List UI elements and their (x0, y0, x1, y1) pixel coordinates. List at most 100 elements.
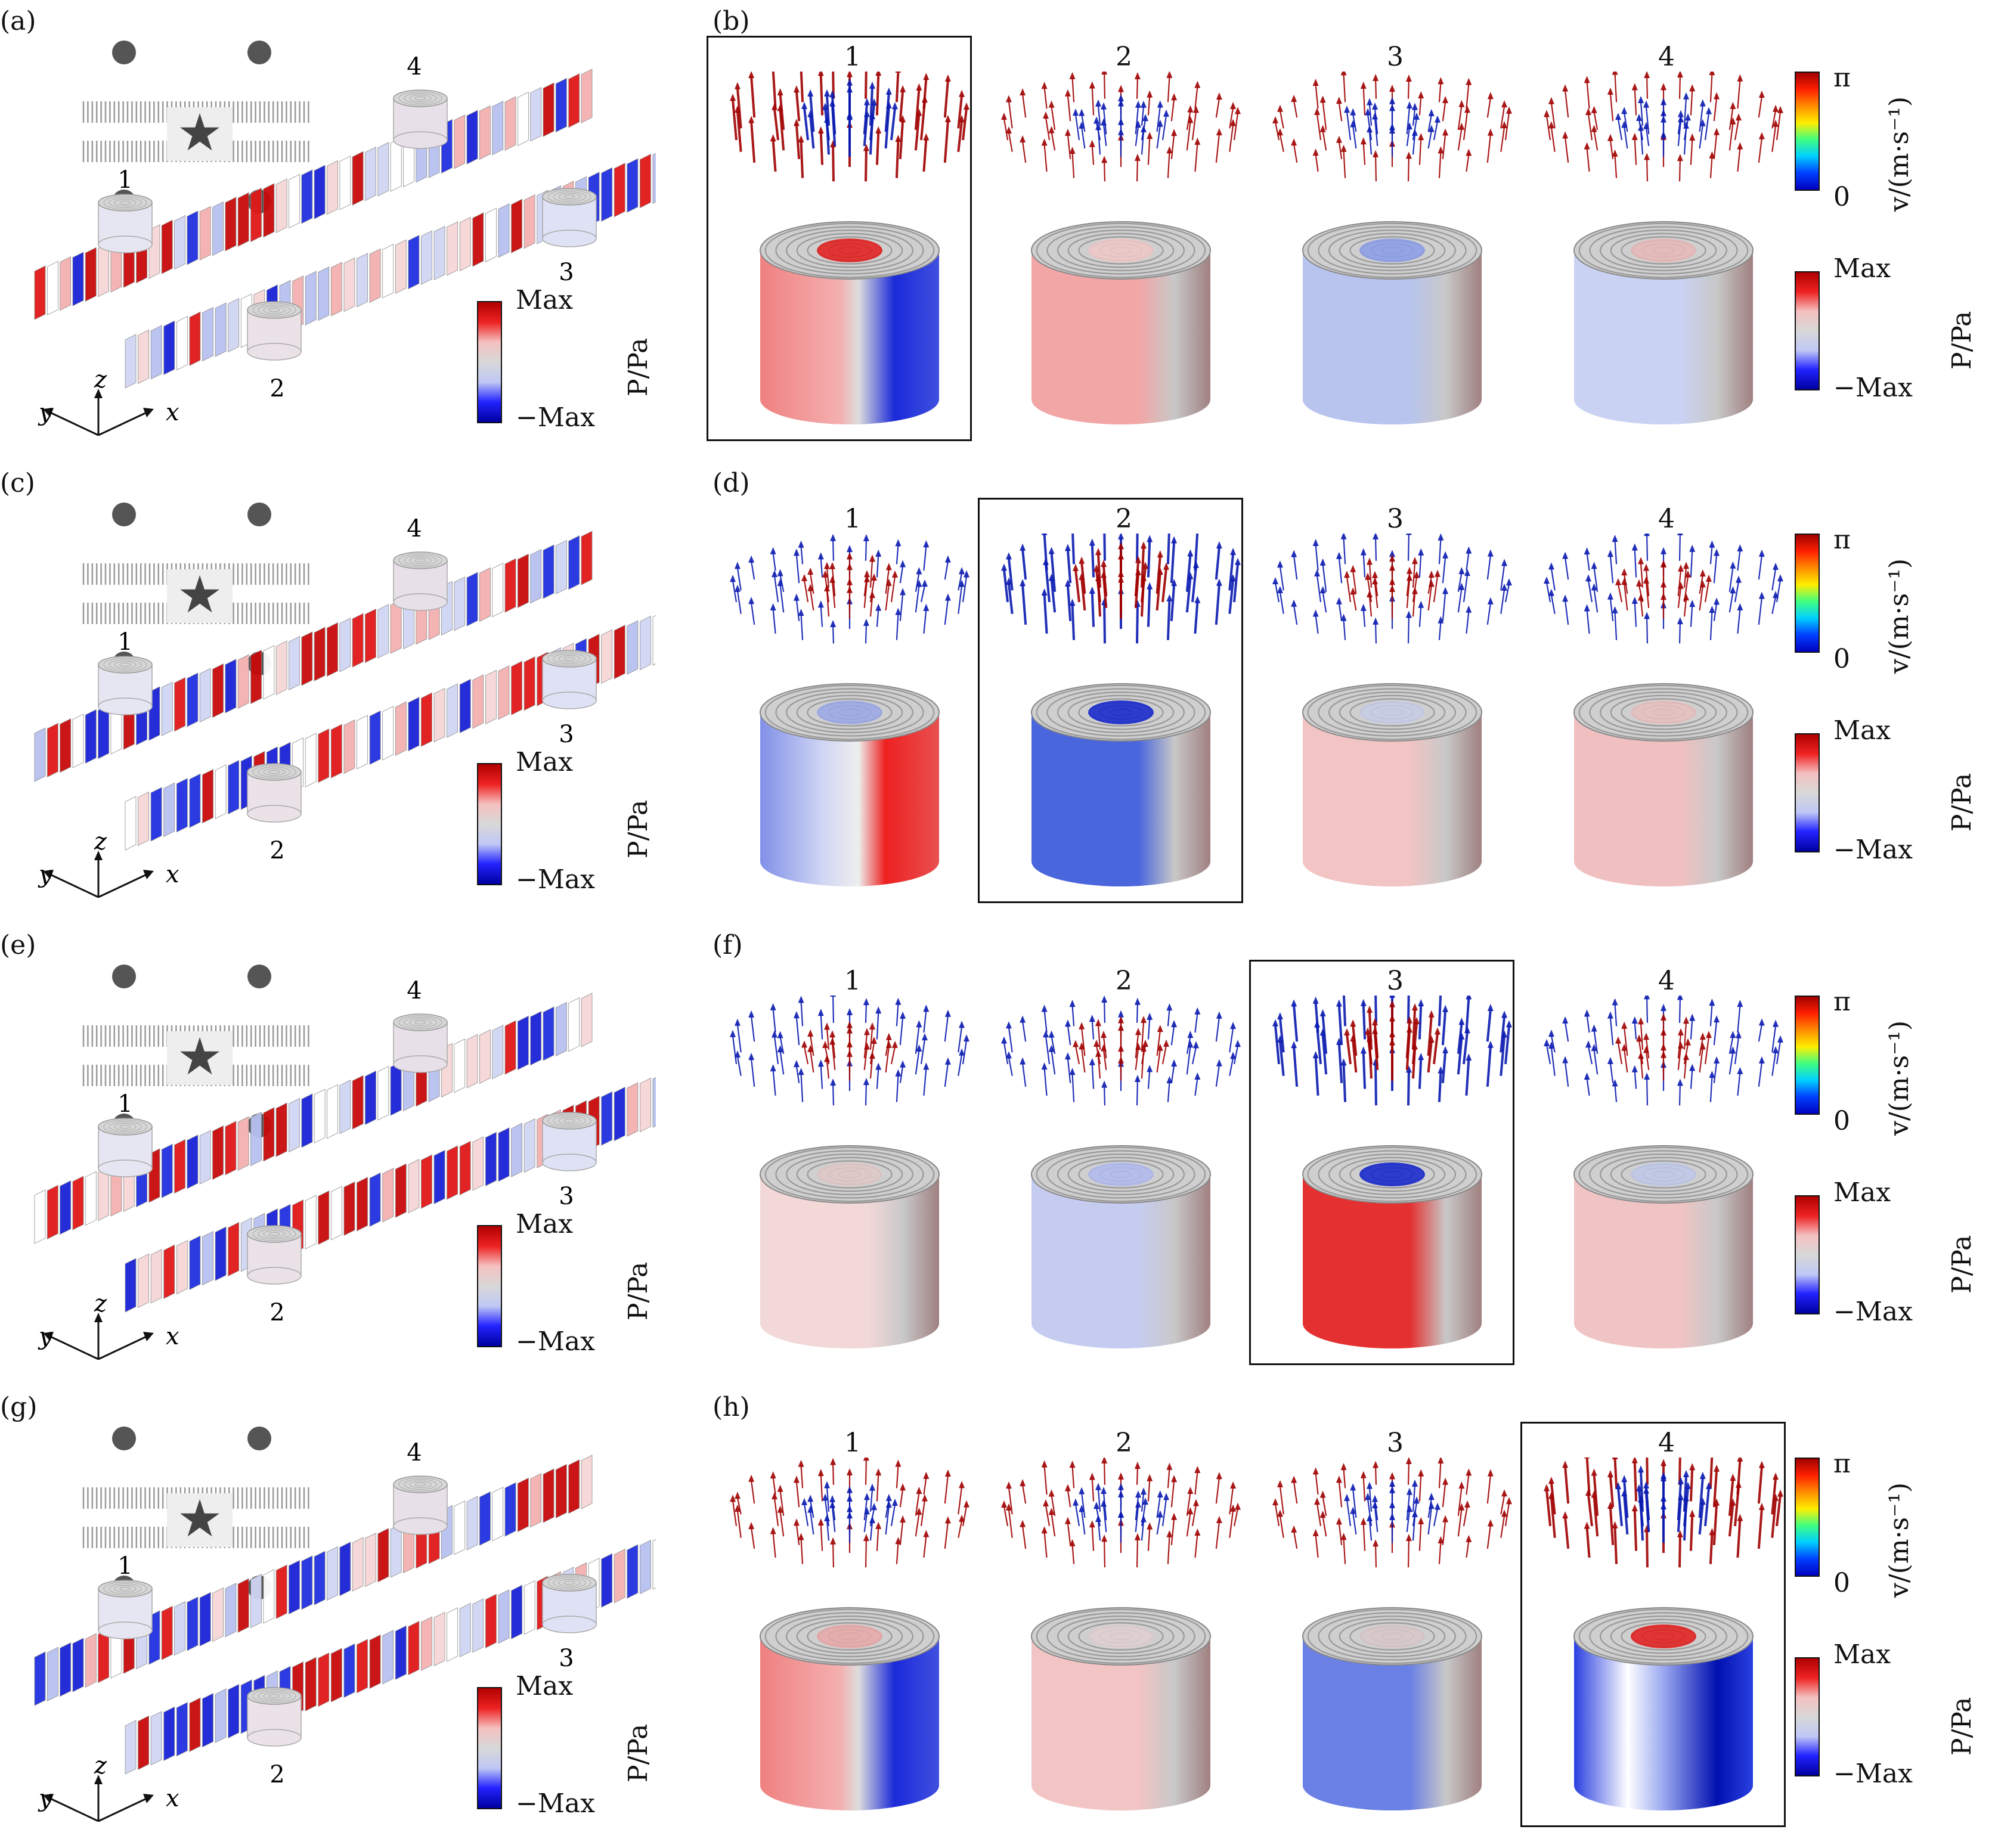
velocity-arrow (1051, 106, 1056, 130)
plate (466, 1496, 478, 1551)
velocity-arrow (1690, 139, 1693, 165)
velocity-arrow (1737, 609, 1741, 634)
plate (627, 620, 639, 675)
velocity-arrow (1683, 576, 1689, 603)
velocity-arrow (1229, 1058, 1234, 1076)
velocity-arrow (1550, 594, 1556, 614)
velocity-arrow (1067, 1523, 1071, 1545)
velocity-arrow (1003, 1042, 1009, 1065)
velocity-arrow (1315, 1534, 1319, 1558)
velocity-arrow (1550, 1035, 1556, 1053)
velocity-arrow (1587, 1046, 1593, 1065)
velocity-arrow (736, 1056, 742, 1076)
velocity-arrow (1645, 1052, 1650, 1071)
colorbar-max-label: π (1833, 525, 1851, 555)
velocity-arrow (1504, 1503, 1510, 1527)
plate (263, 1107, 275, 1162)
velocity-arrow (1587, 580, 1593, 603)
velocity-arrow (824, 576, 830, 603)
plate (555, 77, 567, 132)
velocity-arrow (736, 88, 742, 129)
velocity-arrow (923, 1536, 927, 1558)
plate (511, 661, 522, 715)
velocity-arrow (869, 1521, 873, 1541)
plate (237, 1578, 249, 1633)
velocity-arrow (1418, 1523, 1422, 1551)
velocity-arrow (875, 132, 880, 165)
velocity-arrow (1367, 578, 1373, 603)
velocity-arrow (1022, 94, 1027, 118)
velocity-arrow (1051, 132, 1056, 151)
resonator-figure (1272, 1458, 1512, 1810)
plate (377, 1528, 389, 1583)
velocity-arrows (1272, 1458, 1512, 1568)
velocity-arrow (1007, 583, 1014, 614)
velocity-arrow (1134, 562, 1139, 597)
resonator-figure (1001, 1458, 1241, 1810)
plate (454, 576, 466, 631)
plate (369, 248, 381, 303)
velocity-arrow (1141, 1493, 1145, 1512)
velocity-arrow (1314, 1057, 1319, 1096)
velocity-arrow (876, 609, 879, 627)
velocity-arrow (914, 114, 921, 151)
velocity-arrow (863, 1513, 868, 1533)
plate (652, 1077, 656, 1128)
velocity-arrow (1215, 1017, 1220, 1042)
velocity-arrow (1728, 592, 1734, 613)
plate (125, 1720, 137, 1775)
velocity-arrow (1067, 134, 1071, 159)
site-label: 2 (269, 837, 284, 864)
plate (614, 163, 625, 218)
velocity-arrow (1418, 97, 1422, 116)
plate (408, 697, 420, 752)
velocity-arrow (1500, 589, 1505, 614)
velocity-colorbar (1795, 534, 1820, 653)
plate (543, 1468, 554, 1523)
plate (395, 701, 407, 756)
velocity-arrow (1486, 1046, 1492, 1087)
velocity-arrow (958, 573, 963, 591)
velocity-arrow (885, 584, 890, 611)
velocity-arrow (1412, 1485, 1416, 1512)
plate (199, 1130, 211, 1185)
velocity-arrow (1486, 1475, 1491, 1504)
velocity-arrow (944, 1475, 949, 1504)
plate (382, 244, 394, 299)
plate (228, 1683, 240, 1739)
velocity-arrow (1677, 1483, 1682, 1521)
plate (60, 718, 72, 773)
plate (138, 329, 149, 385)
velocity-arrow (1564, 1517, 1570, 1549)
inset-unit-cell: ★ (82, 965, 309, 1137)
plate (187, 210, 199, 265)
velocity-arrow (1593, 131, 1599, 151)
plate (150, 1711, 162, 1766)
velocity-arrow (831, 1036, 836, 1059)
plate (189, 1235, 201, 1290)
plate (485, 207, 497, 262)
velocity-arrow (1045, 563, 1051, 603)
velocity-arrow (1758, 597, 1762, 625)
velocity-arrow (1500, 1016, 1506, 1053)
velocity-arrow (831, 581, 836, 609)
velocity-arrow (1427, 585, 1432, 611)
velocity-arrow (1586, 1015, 1590, 1033)
velocity-arrow (1614, 73, 1618, 103)
plate (568, 1459, 580, 1514)
velocity-arrow (915, 1492, 920, 1516)
resonator-figure (1544, 996, 1783, 1348)
velocity-arrow (962, 576, 968, 603)
velocity-arrows (1544, 534, 1783, 644)
plate (250, 1111, 262, 1167)
velocity-arrow (1609, 1062, 1614, 1083)
velocity-arrow (1097, 553, 1101, 588)
velocity-arrow (1442, 101, 1446, 122)
velocity-arrow (1136, 1467, 1138, 1485)
velocity-arrows (1544, 1458, 1783, 1568)
plate (161, 681, 173, 736)
velocity-arrow (958, 585, 963, 614)
velocity-arrow (1071, 1006, 1075, 1027)
velocity-arrow (1338, 102, 1343, 122)
